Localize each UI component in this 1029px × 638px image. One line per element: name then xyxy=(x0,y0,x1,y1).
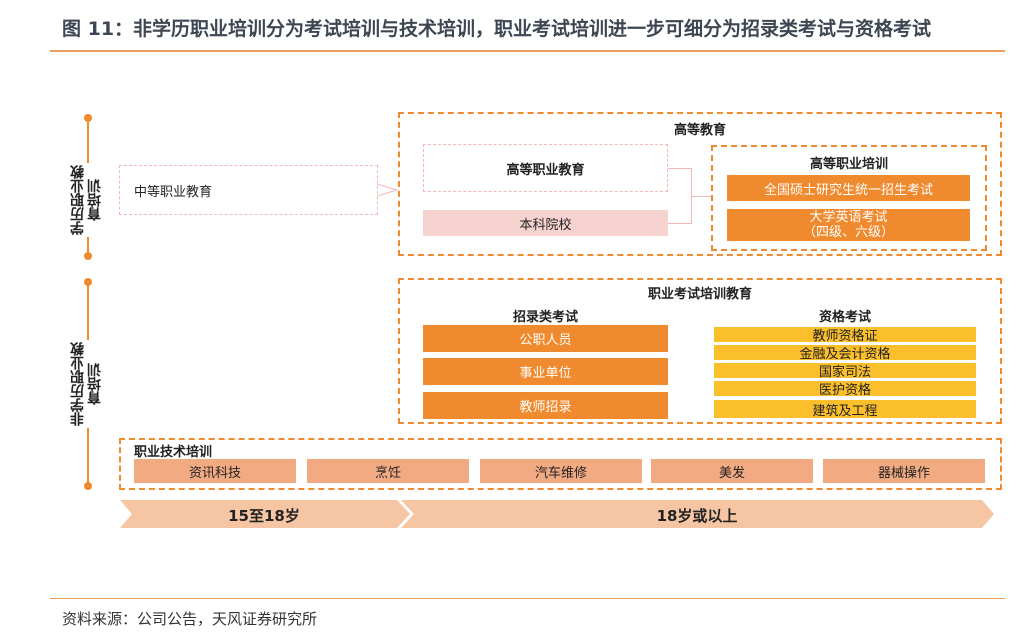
tech-item: 器械操作 xyxy=(823,459,985,483)
higher-training-box xyxy=(711,145,987,251)
academic-dot-top xyxy=(84,114,92,122)
recruit-title: 招录类考试 xyxy=(512,310,578,325)
undergrad-box: 本科院校 xyxy=(423,210,668,236)
age-arrow-18-plus xyxy=(401,500,994,528)
nonacademic-label: 非学历职业教育培训 xyxy=(70,342,103,426)
higher-vocational-label: 高等职业教育 xyxy=(506,162,585,178)
age-label-18-plus: 18岁或以上 xyxy=(656,507,738,525)
cet-exam-item: 大学英语考试 （四级、六级） xyxy=(727,209,970,241)
tech-training-box xyxy=(119,438,1002,490)
exam-training-box xyxy=(398,278,1002,424)
tech-item: 汽车维修 xyxy=(480,459,642,483)
tech-item: 美发 xyxy=(651,459,813,483)
qualification-item: 国家司法 xyxy=(714,363,976,380)
age-arrow-15-18 xyxy=(120,500,410,528)
academic-line-top xyxy=(87,118,89,163)
tech-item: 烹饪 xyxy=(307,459,469,483)
qualification-title: 资格考试 xyxy=(818,310,871,325)
academic-dot-bottom xyxy=(84,252,92,260)
arrow-connector-icon xyxy=(377,183,399,197)
postgrad-exam-item: 全国硕士研究生统一招生考试 xyxy=(727,175,970,201)
tech-training-title: 职业技术培训 xyxy=(134,445,213,460)
tech-item: 资讯科技 xyxy=(134,459,296,483)
nonacademic-dot-top xyxy=(84,278,92,286)
bottom-divider xyxy=(50,598,1005,599)
academic-line-bottom xyxy=(87,237,89,255)
secondary-vocational-box: 中等职业教育 xyxy=(119,165,378,215)
qualification-item: 建筑及工程 xyxy=(714,400,976,419)
bracket-stem xyxy=(692,196,712,197)
exam-training-title: 职业考试培训教育 xyxy=(647,287,752,302)
higher-training-title: 高等职业培训 xyxy=(809,157,888,172)
age-timeline xyxy=(120,500,994,528)
higher-education-title: 高等教育 xyxy=(673,123,726,138)
recruit-item: 公职人员 xyxy=(423,325,668,352)
figure-title: 图 11：非学历职业培训分为考试培训与技术培训，职业考试培训进一步可细分为招录类… xyxy=(62,18,932,40)
higher-education-box xyxy=(398,112,1002,256)
qualification-item: 金融及会计资格 xyxy=(714,345,976,362)
top-divider xyxy=(50,50,1005,52)
nonacademic-dot-bottom xyxy=(84,482,92,490)
academic-label: 学历职业教育培训 xyxy=(70,165,103,235)
age-label-15-18: 15至18岁 xyxy=(228,507,300,525)
bracket-connector xyxy=(668,168,692,224)
qualification-item: 医护资格 xyxy=(714,381,976,398)
higher-vocational-box: 高等职业教育 xyxy=(423,144,668,192)
source-note: 资料来源：公司公告，天风证券研究所 xyxy=(62,610,318,628)
recruit-item: 教师招录 xyxy=(423,392,668,419)
nonacademic-line-top xyxy=(87,282,89,340)
nonacademic-line-bottom xyxy=(87,428,89,486)
qualification-item: 教师资格证 xyxy=(714,327,976,344)
recruit-item: 事业单位 xyxy=(423,358,668,385)
